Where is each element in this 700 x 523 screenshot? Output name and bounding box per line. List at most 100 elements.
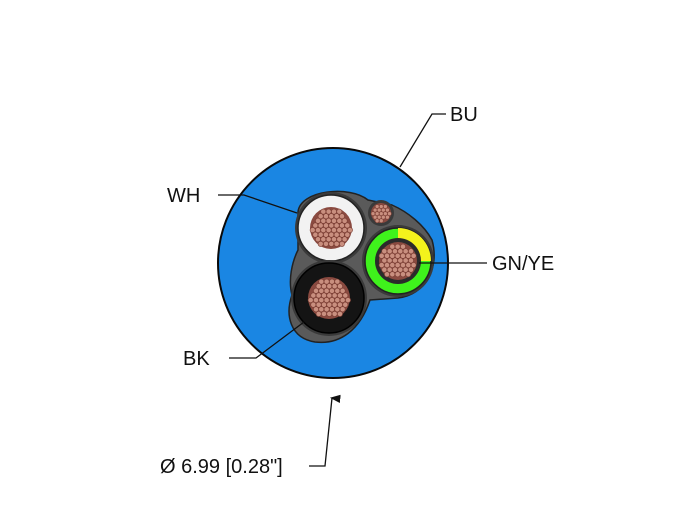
copper-strand [339, 231, 345, 238]
white-conductor [295, 192, 367, 264]
copper-strand [394, 271, 401, 278]
copper-strand [336, 236, 343, 243]
copper-strand [331, 208, 337, 215]
copper-strand [389, 262, 396, 268]
copper-strand [318, 287, 325, 294]
filler-strands [368, 200, 394, 226]
copper-strand [344, 222, 351, 229]
copper-strand [326, 311, 333, 317]
bk-leader-line [229, 321, 305, 359]
copper-strand [313, 306, 319, 313]
copper-strand [309, 227, 316, 233]
copper-strand [331, 227, 337, 233]
copper-strand [315, 311, 322, 317]
copper-strand [374, 218, 380, 224]
copper-strand [337, 311, 343, 317]
copper-strand [307, 297, 314, 303]
copper-strand [313, 297, 319, 303]
copper-strand [389, 252, 396, 259]
copper-strand [318, 278, 325, 285]
copper-strand [381, 248, 388, 255]
copper-strand [392, 248, 398, 255]
copper-strand [321, 301, 327, 308]
copper-strand [321, 292, 327, 299]
copper-strand [334, 278, 341, 285]
copper-strand [333, 231, 340, 238]
copper-strand [334, 306, 341, 313]
copper-strand [333, 213, 340, 220]
copper-strand [329, 278, 335, 285]
copper-strand [385, 207, 390, 213]
copper-strand [328, 222, 335, 229]
copper-strand [318, 297, 325, 303]
copper-strand [331, 283, 338, 290]
copper-strand [325, 208, 332, 215]
copper-strand [329, 287, 335, 294]
black-conductor-strands [307, 277, 351, 319]
copper-strand [320, 217, 327, 224]
copper-strand [333, 222, 340, 229]
copper-strand [337, 283, 343, 290]
copper-strand [320, 208, 327, 215]
copper-strand [318, 306, 325, 313]
copper-strand [326, 292, 333, 299]
copper-strand [381, 257, 388, 264]
copper-strand [400, 252, 406, 259]
copper-strand [384, 271, 390, 278]
copper-strand [321, 311, 327, 317]
copper-strand [329, 306, 335, 313]
copper-strand [310, 301, 317, 308]
copper-strand [405, 271, 412, 278]
copper-strand [323, 241, 329, 247]
copper-strand [400, 243, 406, 250]
copper-strand [336, 217, 343, 224]
copper-strand [339, 241, 345, 247]
copper-strand [339, 297, 346, 303]
copper-strand [386, 257, 393, 264]
copper-strand [331, 236, 337, 243]
copper-strand [323, 231, 329, 238]
copper-strand [402, 266, 409, 273]
copper-strand [334, 297, 341, 303]
copper-strand [334, 287, 341, 294]
green-yellow-conductor-strands [378, 242, 417, 280]
copper-strand [315, 283, 322, 290]
copper-strand [315, 301, 322, 308]
copper-strand [339, 287, 346, 294]
diameter-label: Ø 6.99 [0.28"] [160, 456, 283, 478]
copper-strand [317, 241, 324, 247]
leader-lines [218, 113, 487, 467]
copper-strand [331, 292, 338, 299]
copper-strand [408, 257, 414, 264]
copper-strand [387, 211, 392, 216]
copper-strand [405, 252, 412, 259]
copper-strand [336, 227, 343, 233]
bu-label: BU [450, 104, 478, 126]
copper-strand [341, 236, 348, 243]
black-conductor [291, 260, 367, 336]
copper-strand [410, 252, 417, 259]
copper-strand [325, 217, 332, 224]
copper-strand [347, 227, 353, 233]
copper-strand [317, 213, 324, 220]
copper-strand [385, 214, 390, 220]
copper-strand [402, 248, 409, 255]
copper-strand [378, 218, 384, 224]
copper-strand [325, 227, 332, 233]
copper-strand [400, 262, 406, 268]
bu-leader-line [399, 113, 446, 168]
copper-strand [323, 278, 330, 285]
copper-strand [331, 311, 338, 317]
white-conductor-strands [309, 207, 353, 249]
copper-strand [329, 297, 335, 303]
copper-strand [345, 297, 351, 303]
copper-strand [389, 271, 396, 278]
copper-strand [397, 248, 404, 255]
copper-strand [310, 292, 317, 299]
copper-strand [336, 208, 343, 215]
gnye-label: GN/YE [492, 253, 554, 275]
copper-strand [394, 252, 401, 259]
copper-strand [317, 231, 324, 238]
copper-strand [386, 266, 393, 273]
